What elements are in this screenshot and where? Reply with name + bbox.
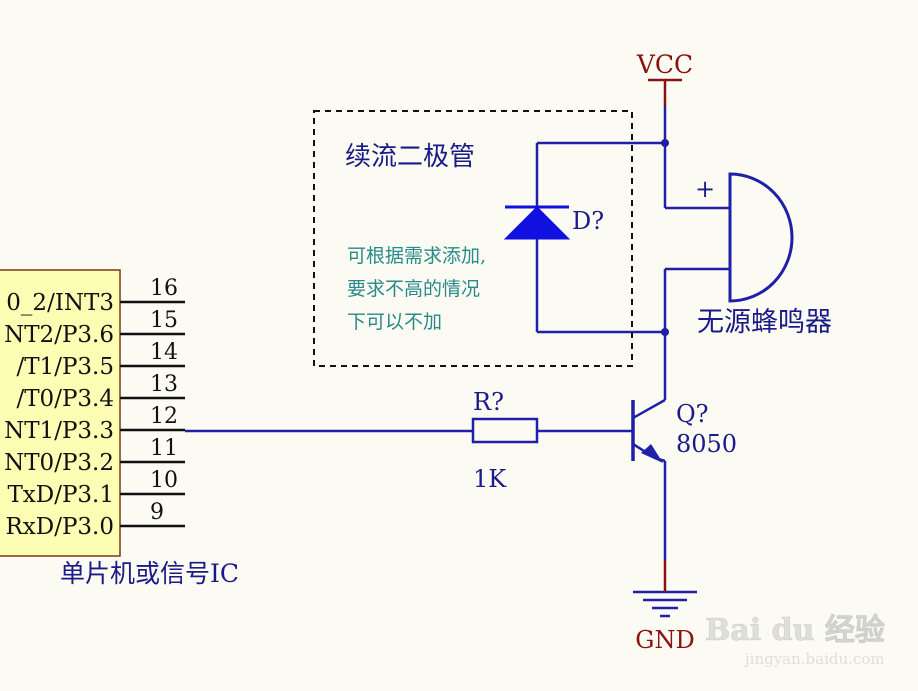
diode-note-line: 可根据需求添加, (347, 245, 486, 267)
mcu-pin-number: 16 (150, 276, 178, 301)
mcu-pin-number: 14 (150, 340, 178, 365)
watermark-logo: Bai du 经验 (705, 613, 885, 648)
mcu-pin-number: 13 (150, 372, 178, 397)
watermark-url: jingyan.baidu.com (743, 650, 885, 668)
diode-symbol (503, 205, 571, 240)
baidu-watermark: Bai du 经验 jingyan.baidu.com (705, 613, 885, 668)
buzzer-symbol (728, 172, 794, 303)
junction-dot (661, 328, 669, 336)
mcu-chip-body (0, 269, 121, 557)
gnd-label: GND (635, 626, 694, 654)
mcu-pin-lines (120, 300, 185, 528)
emitter-arrow (641, 444, 663, 463)
resistor-ref: R? (473, 388, 504, 416)
mcu-pin-label: /T0/P3.4 (16, 386, 114, 412)
mcu-pin-label: NT1/P3.3 (4, 418, 114, 444)
ground-symbol (633, 590, 697, 618)
resistor-value: 1K (473, 465, 507, 493)
mcu-pin-number: 15 (150, 308, 178, 333)
mcu-pin-label: TxD/P3.1 (7, 482, 114, 508)
junction-dot (661, 139, 669, 147)
diode-box-title: 续流二极管 (345, 142, 475, 172)
diode-note-line: 要求不高的情况 (347, 278, 480, 300)
diode-dashed-box (313, 110, 633, 367)
mcu-pin-label: /T1/P3.5 (16, 354, 114, 380)
vcc-label: VCC (636, 50, 693, 79)
wires (185, 106, 730, 560)
transistor-model: 8050 (676, 430, 737, 458)
transistor-ref: Q? (676, 400, 709, 428)
mcu-pin-label: 0_2/INT3 (6, 290, 114, 316)
resistor-symbol (471, 417, 539, 444)
mcu-pin-label: RxD/P3.0 (5, 514, 114, 540)
mcu-pin-number: 10 (150, 468, 178, 493)
diode-note-line: 下可以不加 (347, 311, 442, 333)
mcu-pin-label: NT0/P3.2 (4, 450, 114, 476)
mcu-pin-label: NT2/P3.6 (4, 322, 114, 348)
mcu-caption: 单片机或信号IC (60, 559, 239, 588)
mcu-pin-number: 12 (150, 404, 178, 429)
mcu-pin-number: 9 (150, 500, 164, 525)
mcu-pin-number: 11 (150, 436, 178, 461)
diode-ref: D? (572, 207, 604, 235)
buzzer-plus-sign: + (695, 175, 715, 203)
buzzer-label: 无源蜂鸣器 (697, 307, 832, 338)
